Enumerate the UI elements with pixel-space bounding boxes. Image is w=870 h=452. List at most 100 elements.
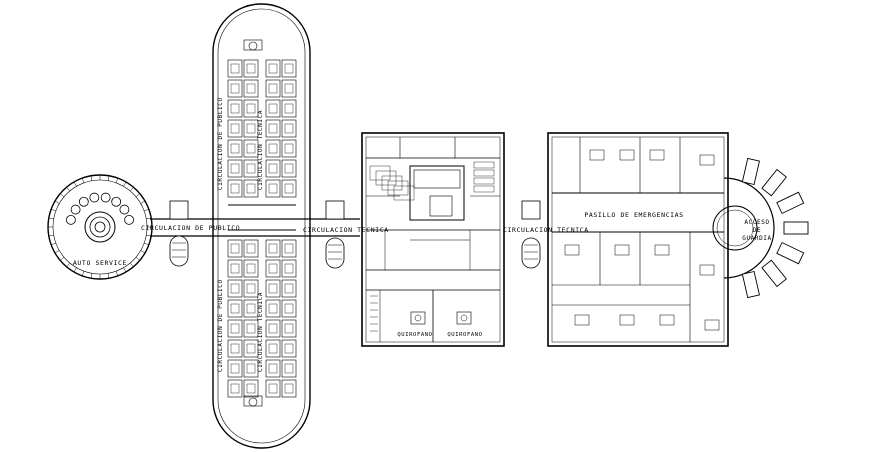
perimeter-tick [73, 181, 77, 187]
perimeter-tick [54, 250, 60, 254]
bed-symbol [230, 103, 240, 114]
ward-pavilion [212, 3, 311, 449]
perimeter-tick [130, 187, 134, 192]
ward-room [281, 319, 297, 338]
perimeter-tick [144, 242, 149, 246]
car-stall-symbol [124, 214, 135, 225]
perimeter-tick [90, 175, 93, 181]
ward-room [265, 339, 281, 358]
equipment-symbol [381, 175, 403, 191]
ward-room [227, 119, 243, 138]
car-stall-symbol [70, 204, 81, 215]
equipment-symbol [375, 170, 397, 186]
access-label-line1: ACCESO [744, 219, 769, 226]
bed-symbol [230, 143, 240, 154]
bed-symbol [230, 303, 240, 314]
ward-public-circulation-label-1: CIRCULACION DE PUBLICO [217, 97, 224, 190]
bed-symbol [246, 183, 256, 194]
bed-symbol [230, 343, 240, 354]
storage-shelf [473, 169, 495, 177]
ward-room [281, 159, 297, 178]
ward-room [243, 239, 259, 258]
perimeter-tick [115, 178, 119, 183]
ward-room [243, 119, 259, 138]
room-fixture [699, 264, 715, 276]
ward-room [227, 179, 243, 198]
ward-room [265, 279, 281, 298]
bed-symbol [284, 103, 294, 114]
ward-room [227, 339, 243, 358]
access-label-line2: DE [753, 227, 761, 234]
ward-room [243, 359, 259, 378]
ward-room [227, 359, 243, 378]
perimeter-tick [66, 187, 70, 192]
ward-room [227, 279, 243, 298]
bed-symbol [268, 383, 278, 394]
perimeter-tick [73, 267, 77, 273]
bed-symbol [230, 243, 240, 254]
perimeter-tick [48, 217, 54, 220]
bed-symbol [284, 263, 294, 274]
bed-symbol [284, 243, 294, 254]
ward-room [281, 359, 297, 378]
car-stall-symbol [78, 196, 89, 207]
ward-room [265, 99, 281, 118]
car-stall-symbol [111, 196, 122, 207]
auto-service-label: AUTO SERVICE [73, 259, 127, 267]
ward-room [227, 79, 243, 98]
room-fixture [704, 319, 720, 331]
car-stall-symbol [119, 204, 130, 215]
room-fixture [654, 244, 670, 256]
operating-room-label-1: QUIROFANO [397, 332, 432, 338]
bed-symbol [246, 283, 256, 294]
bed-symbol [246, 243, 256, 254]
technical-circulation-label-2: CIRCULACION TECNICA [503, 226, 589, 234]
technical-circulation-label-1: CIRCULACION TECNICA [303, 226, 389, 234]
perimeter-tick [135, 193, 140, 197]
ward-technical-circulation-label-2: CIRCULACION TECNICA [257, 292, 264, 372]
bed-symbol [268, 303, 278, 314]
ward-room [281, 99, 297, 118]
bed-symbol [284, 343, 294, 354]
public-circulation-label: CIRCULACION DE PUBLICO [141, 224, 240, 232]
bed-symbol [284, 383, 294, 394]
bed-symbol [284, 283, 294, 294]
perimeter-tick [60, 257, 65, 261]
ward-room [227, 99, 243, 118]
ward-room [243, 279, 259, 298]
perimeter-tick [81, 271, 85, 276]
vestibule-3 [521, 200, 541, 269]
ward-room [281, 59, 297, 78]
bed-symbol [246, 103, 256, 114]
ward-room [243, 299, 259, 318]
perimeter-tick [51, 242, 56, 246]
ambulance-symbol [783, 221, 809, 235]
perimeter-tick [140, 250, 146, 254]
bed-symbol [230, 283, 240, 294]
ward-room [243, 379, 259, 398]
emergency-hallway-label: PASILLO DE EMERGENCIAS [584, 211, 683, 219]
ward-room [243, 259, 259, 278]
room-fixture [614, 244, 630, 256]
bed-symbol [284, 123, 294, 134]
surgical-block [361, 132, 505, 347]
equipment-symbol [369, 165, 391, 181]
ward-room [265, 159, 281, 178]
perimeter-tick [115, 271, 119, 276]
ward-room [265, 59, 281, 78]
bed-symbol [246, 63, 256, 74]
perimeter-tick [81, 178, 85, 183]
room-fixture [699, 154, 715, 166]
bed-symbol [268, 283, 278, 294]
bed-symbol [246, 143, 256, 154]
bed-symbol [268, 323, 278, 334]
bed-symbol [246, 343, 256, 354]
bed-symbol [230, 263, 240, 274]
bed-symbol [284, 163, 294, 174]
vestibule-1 [169, 200, 189, 267]
bed-symbol [230, 363, 240, 374]
bed-symbol [268, 263, 278, 274]
bed-symbol [284, 363, 294, 374]
ward-room [227, 239, 243, 258]
